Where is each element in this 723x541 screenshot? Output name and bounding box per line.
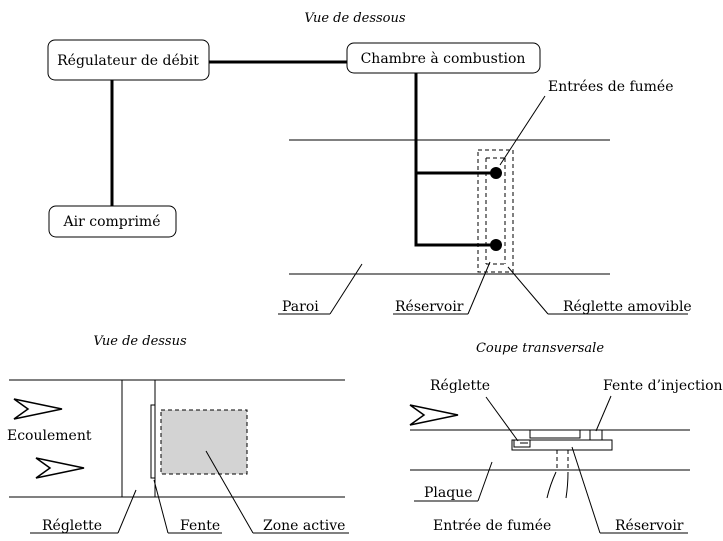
flow-regulator-box: Régulateur de débit [47, 39, 210, 81]
active-zone-label: Zone active [263, 518, 345, 534]
cs-strip-leader [485, 396, 519, 442]
title-bottom-view: Vue de dessous [304, 11, 405, 26]
compressed-air-label: Air comprimé [63, 214, 161, 230]
smoke-inlets-leader [499, 95, 546, 166]
cs-flow-arrow [409, 404, 459, 426]
flow-arrow-upper [13, 398, 63, 420]
combustion-chamber-label: Chambre à combustion [361, 50, 526, 67]
flow-label: Ecoulement [7, 428, 92, 444]
topview-slot [150, 404, 156, 479]
cs-strip-label: Réglette [430, 378, 490, 394]
title-top-view: Vue de dessus [93, 334, 187, 349]
cs-plate-leader [477, 461, 493, 502]
cs-smoke-arrow-left [546, 471, 557, 499]
removable-strip-label: Réglette amovible [563, 299, 692, 315]
slot-label: Fente [180, 518, 220, 534]
cs-strip-assembly [511, 429, 613, 451]
wall-leader [329, 263, 363, 315]
combustion-chamber-box: Chambre à combustion [346, 42, 541, 74]
strip-label: Réglette [42, 518, 102, 534]
removable-strip-outline [477, 149, 514, 273]
smoke-inlets-label: Entrées de fumée [548, 79, 674, 95]
smoke-inlet-dot-lower [490, 239, 502, 251]
cs-reservoir-leader [571, 446, 601, 534]
reservoir-label: Réservoir [395, 299, 464, 315]
reservoir-leader [467, 261, 491, 315]
cs-smoke-inlet-label: Entrée de fumée [433, 518, 551, 534]
cs-injection-slot-label: Fente d’injection [603, 378, 723, 394]
strip-leader [117, 489, 137, 534]
flow-regulator-label: Régulateur de débit [57, 53, 199, 69]
title-cross-section: Coupe transversale [476, 341, 604, 356]
slot-leader [153, 479, 169, 534]
cs-reservoir-label: Réservoir [615, 518, 684, 534]
smoke-inlet-dot-upper [490, 167, 502, 179]
cs-smoke-arrow-right [565, 471, 569, 499]
wall-label: Paroi [282, 299, 319, 315]
cs-plate-label: Plaque [424, 485, 473, 501]
active-zone-rect [160, 409, 248, 475]
removable-strip-leader [507, 266, 549, 315]
active-zone-leader [205, 450, 254, 534]
compressed-air-box: Air comprimé [48, 205, 177, 238]
cs-injection-slot-leader [595, 395, 612, 432]
chamber-lower-inlet-pipe [414, 73, 496, 247]
flow-arrow-lower [35, 457, 85, 479]
